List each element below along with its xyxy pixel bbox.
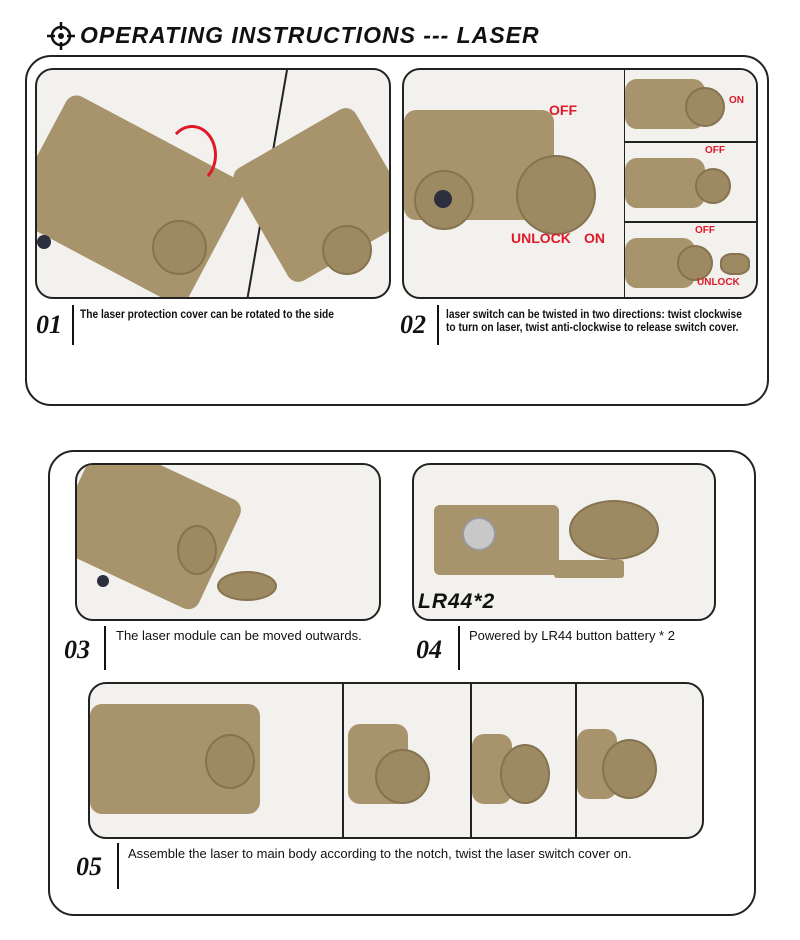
step-04-photo: LR44*2 <box>412 463 716 621</box>
step-number-03: 03 <box>64 635 90 664</box>
divider <box>104 626 106 670</box>
divider <box>72 305 74 345</box>
label-off-small: OFF <box>705 145 725 156</box>
step-02-sub-photo-off: OFF <box>624 142 756 222</box>
step-03-text: The laser module can be moved outwards. <box>116 628 362 643</box>
label-unlock: UNLOCK <box>511 230 571 246</box>
label-unlock-small: UNLOCK <box>697 277 740 288</box>
divider <box>458 626 460 670</box>
step-01-photo <box>35 68 391 299</box>
crosshair-icon <box>47 22 75 50</box>
step-number-01: 01 <box>36 310 62 339</box>
divider <box>437 305 439 345</box>
label-on: ON <box>584 230 605 246</box>
label-off: OFF <box>549 102 577 118</box>
step-02-text: laser switch can be twisted in two direc… <box>446 307 742 334</box>
step-01-text: The laser protection cover can be rotate… <box>80 307 334 321</box>
step-05-text: Assemble the laser to main body accordin… <box>128 846 632 861</box>
step-05-photo <box>88 682 704 839</box>
section-steps-1-2 <box>25 55 769 406</box>
page-title: OPERATING INSTRUCTIONS --- LASER <box>80 22 540 48</box>
divider <box>117 843 119 889</box>
step-number-02: 02 <box>400 310 426 339</box>
step-04-text: Powered by LR44 button battery * 2 <box>469 628 675 643</box>
label-off-small: OFF <box>695 225 715 236</box>
step-number-05: 05 <box>76 852 102 881</box>
step-03-photo <box>75 463 381 621</box>
section-steps-3-5 <box>48 450 756 916</box>
label-on-small: ON <box>729 95 744 106</box>
step-02-sub-photo-unlock: OFF UNLOCK <box>624 222 756 297</box>
step-02-sub-photo-on: ON <box>624 70 756 142</box>
step-number-04: 04 <box>416 635 442 664</box>
step-02-photo: OFF UNLOCK ON ON OFF OFF UNLOCK <box>402 68 758 299</box>
battery-label: LR44*2 <box>418 590 496 613</box>
